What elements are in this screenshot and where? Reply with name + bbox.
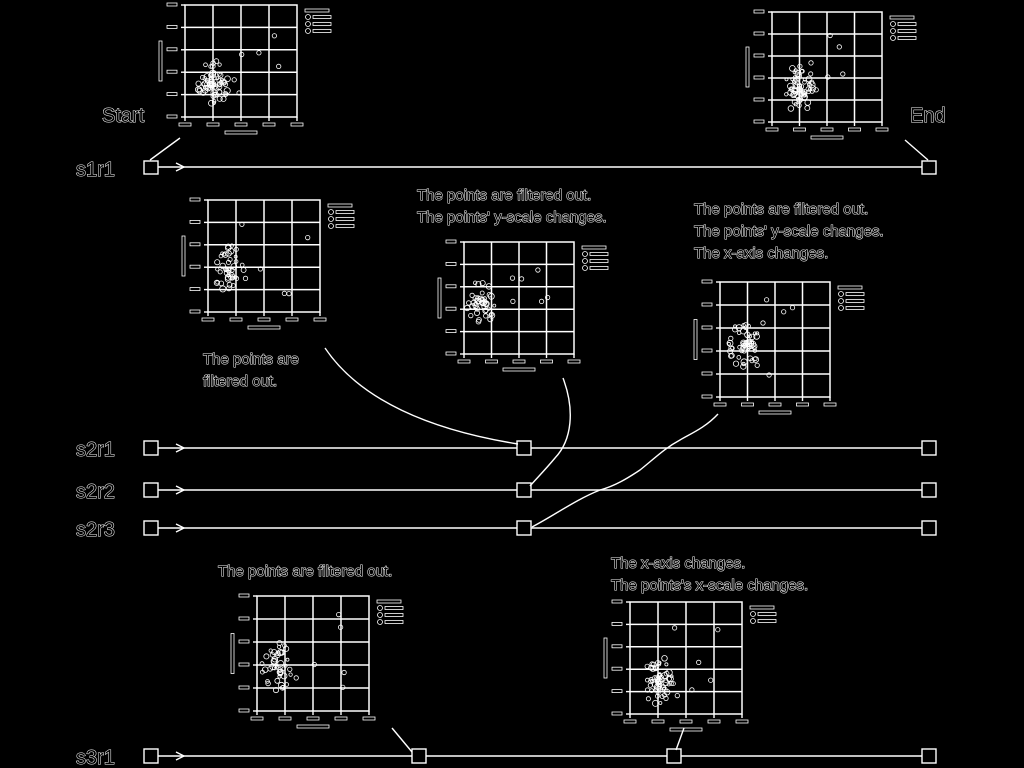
row-label-s2r3: s2r3 (76, 519, 115, 541)
svg-text:The points are filtered out.: The points are filtered out. (694, 201, 868, 218)
note-s3-right: The x-axis changes. The points's x-scale… (611, 555, 809, 595)
connector-s2-mid (529, 377, 571, 487)
timeline-s2r3 (143, 520, 937, 536)
svg-text:The points's x-scale changes.: The points's x-scale changes. (611, 577, 808, 594)
node-start[interactable] (143, 160, 159, 175)
node-end[interactable] (921, 520, 937, 536)
row-label-s2r2: s2r2 (76, 481, 115, 503)
node-filter[interactable] (516, 520, 532, 536)
connector-s2-left (324, 347, 519, 445)
svg-text:filtered out.: filtered out. (203, 373, 277, 390)
row-label-s3r1: s3r1 (76, 747, 115, 768)
note-s3-left: The points are filtered out. (218, 563, 393, 581)
note-s2-mid: The points are filtered out. The points'… (417, 187, 608, 227)
timeline-s2r1 (143, 440, 937, 456)
node-start[interactable] (143, 748, 159, 764)
end-label: End (910, 105, 946, 127)
thumbnail-s2-mid (437, 239, 609, 372)
node-filter[interactable] (516, 482, 532, 498)
svg-text:The points are filtered out.: The points are filtered out. (417, 187, 591, 204)
timeline-s3r1 (143, 748, 937, 764)
timeline-s2r2 (143, 482, 937, 498)
thumbnail-s2-left (181, 197, 355, 330)
row-label-s1r1: s1r1 (76, 159, 115, 181)
connector-s3-right (675, 727, 685, 751)
svg-text:The points' y-scale changes.: The points' y-scale changes. (417, 209, 607, 226)
node-x-axis-change[interactable] (666, 748, 682, 764)
thumbnail-s3-left (230, 593, 404, 729)
svg-text:The points' y-scale changes.: The points' y-scale changes. (694, 223, 884, 240)
note-s2-left: The points are filtered out. (203, 351, 300, 391)
node-start[interactable] (143, 482, 159, 498)
svg-text:The points are: The points are (203, 351, 299, 368)
thumbnail-s2-right (693, 279, 865, 415)
row-label-s2r1: s2r1 (76, 439, 115, 461)
node-start[interactable] (143, 440, 159, 456)
node-start[interactable] (143, 520, 159, 536)
svg-text:The x-axis changes.: The x-axis changes. (611, 555, 745, 572)
timeline-s1r1 (143, 160, 937, 175)
node-end[interactable] (921, 440, 937, 456)
start-label: Start (102, 105, 145, 127)
node-end[interactable] (921, 160, 937, 175)
svg-text:The x-axis changes.: The x-axis changes. (694, 245, 828, 262)
end-pointer (904, 139, 929, 161)
node-filter[interactable] (411, 748, 427, 764)
node-end[interactable] (921, 482, 937, 498)
thumbnail-end (745, 9, 917, 140)
connector-s2-right (531, 413, 719, 528)
thumbnail-s3-right (603, 599, 777, 732)
thumbnail-start (158, 2, 332, 135)
node-filter[interactable] (516, 440, 532, 456)
connector-s3-left (391, 727, 413, 753)
node-end[interactable] (921, 748, 937, 764)
svg-text:The points are filtered out.: The points are filtered out. (218, 563, 392, 580)
start-pointer (149, 137, 181, 161)
note-s2-right: The points are filtered out. The points'… (694, 201, 885, 263)
